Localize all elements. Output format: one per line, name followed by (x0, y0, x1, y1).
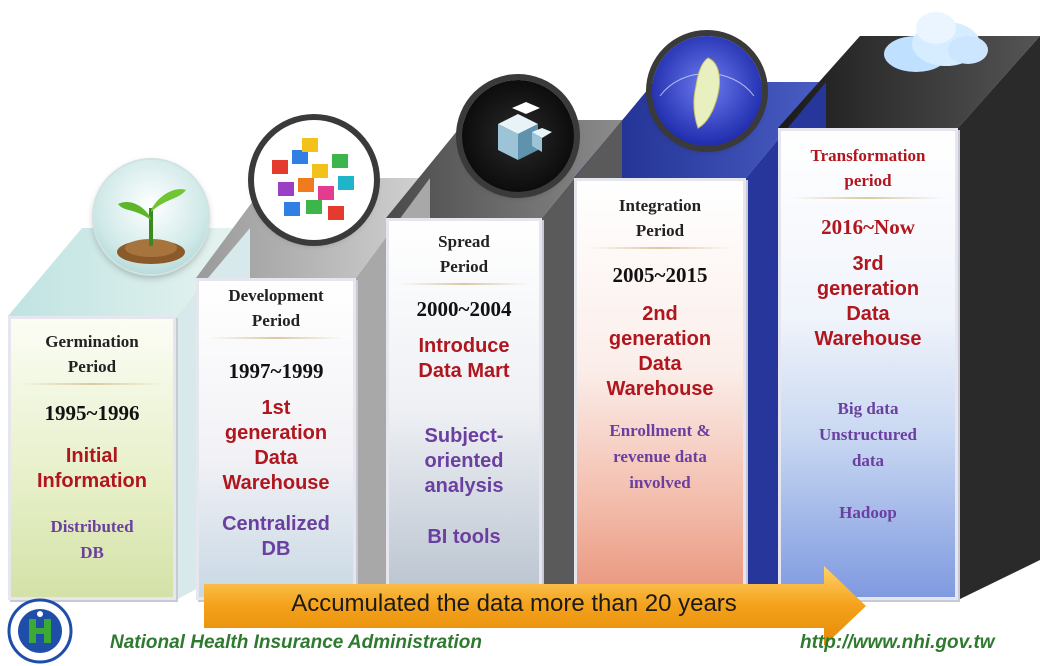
years-label: 1995~1996 (44, 401, 140, 425)
period-card-transformation: Transformation period 2016~Now 3rd gener… (778, 128, 958, 600)
milestone-line: Information (37, 470, 147, 492)
years-label: 1997~1999 (228, 359, 324, 383)
milestone-line: generation (816, 278, 920, 300)
years-label: 2016~Now (821, 215, 915, 239)
milestone-line: generation (224, 422, 328, 444)
years-label: 2000~2004 (416, 297, 512, 321)
detail-line: Subject- (424, 425, 504, 447)
milestone-line: Warehouse (814, 328, 922, 350)
milestone-line: Warehouse (606, 378, 714, 400)
milestone-line: Data (846, 303, 890, 325)
milestone-line: Data (254, 447, 298, 469)
period-title-line2: Period (251, 311, 301, 330)
website-link[interactable]: http://www.nhi.gov.tw (800, 632, 995, 653)
period-title-line2: Period (67, 357, 117, 376)
detail-line: Enrollment & (609, 421, 711, 440)
milestone-line: Warehouse (222, 472, 330, 494)
taiwan-map-icon (652, 36, 762, 146)
milestone-line: Data Mart (418, 360, 510, 382)
period-title-line2: Period (439, 257, 489, 276)
cubes-icon (462, 80, 574, 192)
detail-line: data (851, 451, 885, 470)
detail-line: DB (80, 543, 104, 562)
detail-line: BI tools (427, 526, 501, 548)
detail-line: oriented (424, 450, 504, 472)
detail-line: Big data (837, 399, 899, 418)
detail-line: Unstructured (819, 425, 917, 444)
cloud-icon (872, 6, 992, 76)
milestone-line: Data (638, 353, 682, 375)
divider (587, 247, 733, 249)
period-title: Development (228, 286, 324, 305)
timeline-arrow (204, 566, 866, 646)
banner-label: Accumulated the data more than 20 years (291, 590, 737, 617)
detail-line: revenue data (613, 447, 707, 466)
milestone-line: 2nd (642, 303, 678, 325)
period-title: Germination (45, 332, 139, 351)
milestone-line: Introduce (418, 335, 510, 357)
divider (791, 197, 945, 199)
detail-line: DB (261, 538, 291, 560)
detail-line: Hadoop (839, 503, 897, 522)
milestone-line: Initial (65, 445, 119, 467)
period-card-development: Development Period 1997~1999 1st generat… (196, 278, 356, 600)
period-title-line2: period (844, 171, 892, 190)
divider (399, 283, 529, 285)
period-title: Transformation (810, 146, 926, 165)
years-label: 2005~2015 (612, 263, 708, 287)
period-title: Spread (438, 232, 490, 251)
period-title: Integration (618, 196, 702, 215)
period-card-germination: Germination Period 1995~1996 Initial Inf… (8, 316, 176, 600)
period-card-integration: Integration Period 2005~2015 2nd generat… (574, 178, 746, 600)
milestone-line: 1st (261, 397, 291, 419)
organization-name: National Health Insurance Administration (110, 632, 482, 653)
puzzle-icon (254, 120, 374, 240)
detail-line: involved (629, 473, 691, 492)
detail-line: Distributed (50, 517, 134, 536)
divider (21, 383, 163, 385)
period-card-spread: Spread Period 2000~2004 Introduce Data M… (386, 218, 542, 600)
sprout-icon (94, 160, 208, 274)
divider (209, 337, 343, 339)
milestone-line: generation (608, 328, 712, 350)
period-title-line2: Period (635, 221, 685, 240)
detail-line: Centralized (222, 513, 330, 535)
detail-line: analysis (424, 475, 504, 497)
milestone-line: 3rd (852, 253, 884, 275)
nhi-logo (7, 598, 73, 664)
